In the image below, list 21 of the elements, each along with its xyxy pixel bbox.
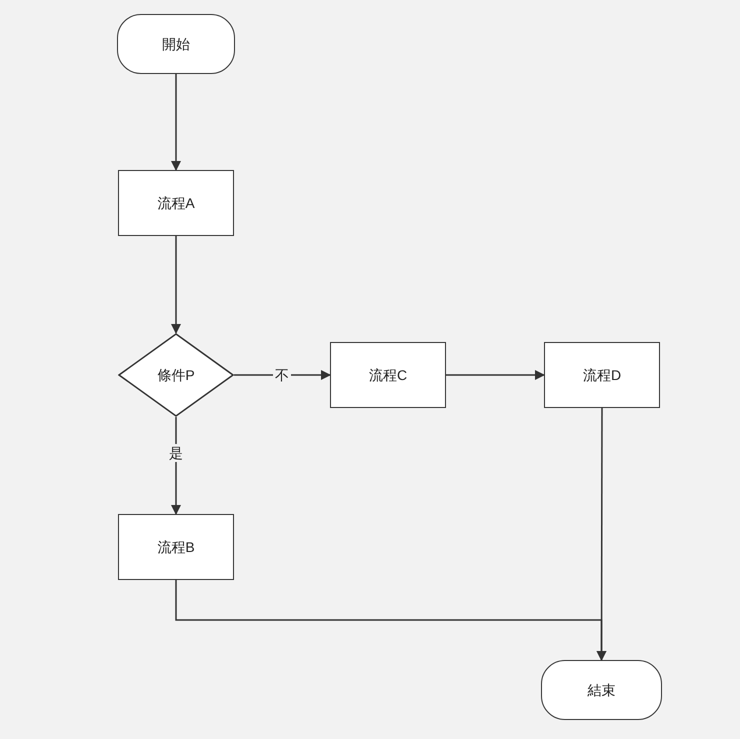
- arrow: [596, 408, 607, 661]
- terminal-shape: [541, 660, 662, 720]
- node-label: 流程D: [582, 366, 622, 384]
- process-box: [330, 342, 446, 408]
- node-label: 條件P: [157, 366, 195, 384]
- node-label: 開始: [162, 34, 190, 54]
- node-label: 結束: [588, 680, 616, 700]
- arrow: [171, 74, 181, 171]
- arrow: [446, 370, 545, 380]
- edge-label: 是: [167, 444, 185, 462]
- node-label: 流程B: [157, 538, 195, 556]
- process-box: [118, 170, 234, 236]
- node-label: 流程A: [157, 194, 195, 212]
- arrow: [171, 236, 181, 334]
- process-box: [118, 514, 234, 580]
- edge-label: 不: [273, 366, 291, 384]
- terminal-shape: [117, 14, 235, 74]
- node-label: 流程C: [368, 366, 408, 384]
- process-box: [544, 342, 660, 408]
- arrow: [234, 370, 331, 380]
- decision-diamond: [118, 333, 234, 417]
